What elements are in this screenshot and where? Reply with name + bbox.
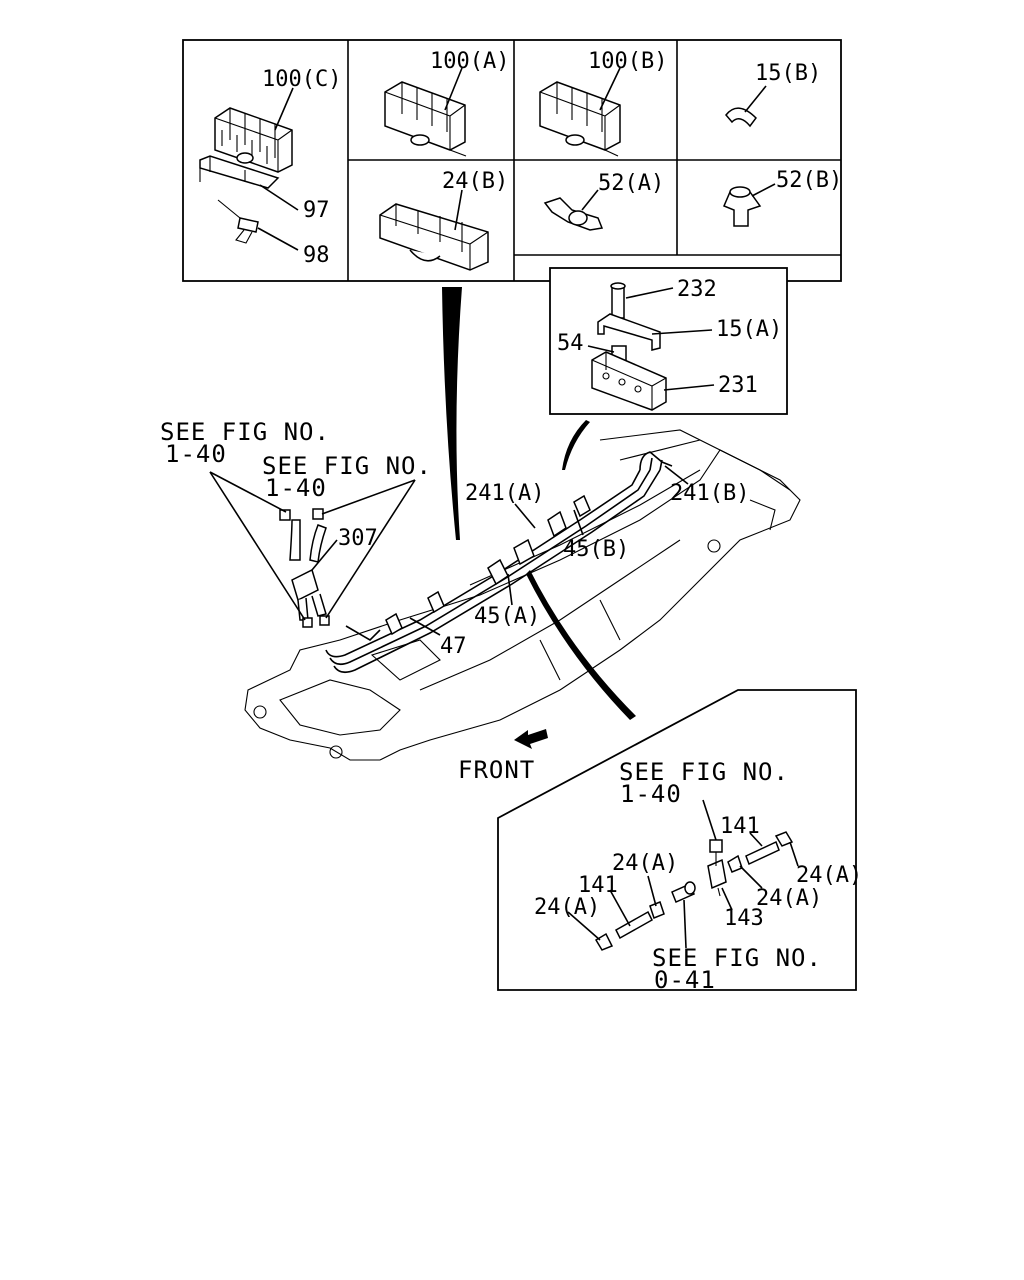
label-97: 97 [303, 198, 330, 223]
see-fig-bottom-line1: SEE FIG NO. [652, 944, 822, 972]
see-fig-lower-line1: SEE FIG NO. [619, 758, 789, 786]
leader-241b [664, 465, 689, 485]
clip-100b-drawing [539, 67, 621, 157]
label-141-left: 141 [578, 873, 618, 898]
front-arrow-icon [514, 729, 548, 749]
label-45b: 45(B) [563, 537, 629, 562]
label-231: 231 [718, 373, 758, 398]
label-24a-left: 24(A) [534, 895, 600, 920]
fuel-filter-307 [279, 508, 338, 628]
see-fig-bottom-line2: 0-41 [654, 966, 716, 994]
see-fig-mid-line1: SEE FIG NO. [262, 452, 432, 480]
front-label: FRONT [458, 756, 535, 784]
leader-see1-a [209, 471, 287, 513]
label-98: 98 [303, 243, 330, 268]
callout-sweep-upper [442, 287, 462, 540]
label-24a-right1: 24(A) [796, 863, 862, 888]
label-141-top: 141 [720, 814, 760, 839]
clip-100c-drawing [199, 87, 299, 251]
label-100c: 100(C) [262, 67, 341, 92]
see-fig-lower-line2: 1-40 [620, 780, 682, 808]
see-fig-mid-line2: 1-40 [265, 474, 327, 502]
callout-sweep-bracket [562, 420, 590, 470]
clip-24b-drawing [379, 189, 489, 271]
see-fig-left-line1: SEE FIG NO. [160, 418, 330, 446]
leader-45b [573, 509, 584, 536]
clip-52a-drawing [543, 189, 604, 231]
clip-100a-drawing [384, 67, 467, 157]
label-24a-right2: 24(A) [756, 886, 822, 911]
label-52b: 52(B) [776, 168, 842, 193]
label-45a: 45(A) [474, 604, 540, 629]
label-307: 307 [338, 526, 378, 551]
connector-detail-panel [497, 689, 857, 991]
leader-45a [507, 573, 513, 606]
clip-15b-drawing [725, 85, 767, 128]
bracket-detail-panel [549, 267, 788, 415]
label-241a: 241(A) [465, 481, 544, 506]
leader-see2-b [325, 479, 416, 619]
label-232: 232 [677, 277, 717, 302]
label-47: 47 [440, 634, 467, 659]
label-100b: 100(B) [588, 49, 667, 74]
label-24b: 24(B) [442, 169, 508, 194]
leader-see1-b [209, 471, 306, 621]
see-fig-left-line2: 1-40 [165, 440, 227, 468]
label-100a: 100(A) [430, 49, 509, 74]
label-54: 54 [557, 331, 584, 356]
clip-52b-drawing [723, 183, 776, 227]
leader-47 [409, 617, 441, 636]
fuel-lines [325, 451, 673, 674]
label-15b: 15(B) [755, 61, 821, 86]
leader-see2-a [321, 479, 416, 515]
leader-241a [514, 503, 536, 529]
label-15a: 15(A) [716, 317, 782, 342]
label-52a: 52(A) [598, 171, 664, 196]
label-24a-mid: 24(A) [612, 851, 678, 876]
chassis-frame [244, 429, 801, 761]
label-143: 143 [724, 906, 764, 931]
label-241b: 241(B) [670, 481, 749, 506]
callout-sweep-lower [526, 570, 636, 720]
